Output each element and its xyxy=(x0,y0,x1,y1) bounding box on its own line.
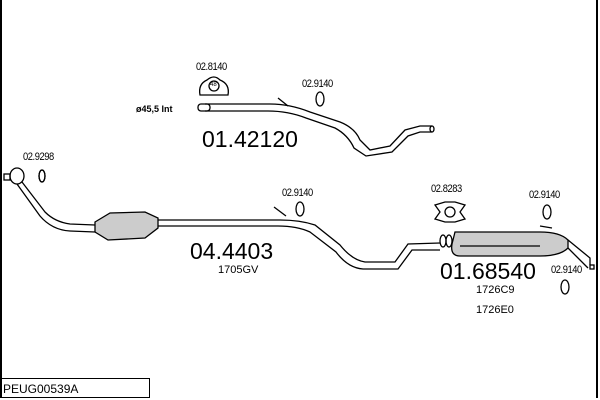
diagram-code: PEUG00539A xyxy=(0,378,150,398)
ref-02-9140-a: 02.9140 xyxy=(302,78,333,90)
ref-02-8283: 02.8283 xyxy=(431,183,462,195)
oem-ref-1726e0: 1726E0 xyxy=(476,304,514,316)
ref-02-9140-c: 02.9140 xyxy=(529,189,560,201)
ref-02-8140: 02.8140 xyxy=(196,61,227,73)
part-number-01-42120: 01.42120 xyxy=(202,126,298,152)
rubber-mount-icon xyxy=(38,91,570,295)
diameter-note: ø45,5 Int xyxy=(136,104,173,114)
clamp-02-8140-icon xyxy=(199,76,229,96)
clamp-02-8283-icon xyxy=(433,201,467,223)
part-number-01-68540: 01.68540 xyxy=(440,258,536,284)
part-number-04-4403: 04.4403 xyxy=(190,238,274,264)
pipe-01-42120 xyxy=(197,97,435,157)
ref-02-9140-d: 02.9140 xyxy=(551,264,582,276)
oem-ref-1705gv: 1705GV xyxy=(218,264,259,276)
ref-02-9140-b: 02.9140 xyxy=(282,187,313,199)
ref-02-9298: 02.9298 xyxy=(23,151,54,163)
oem-ref-1726c9: 1726C9 xyxy=(476,284,515,296)
silencer-01-68540 xyxy=(439,225,595,270)
clamp-size-label: 48 xyxy=(210,82,217,88)
pipe-04-4403 xyxy=(3,167,441,270)
